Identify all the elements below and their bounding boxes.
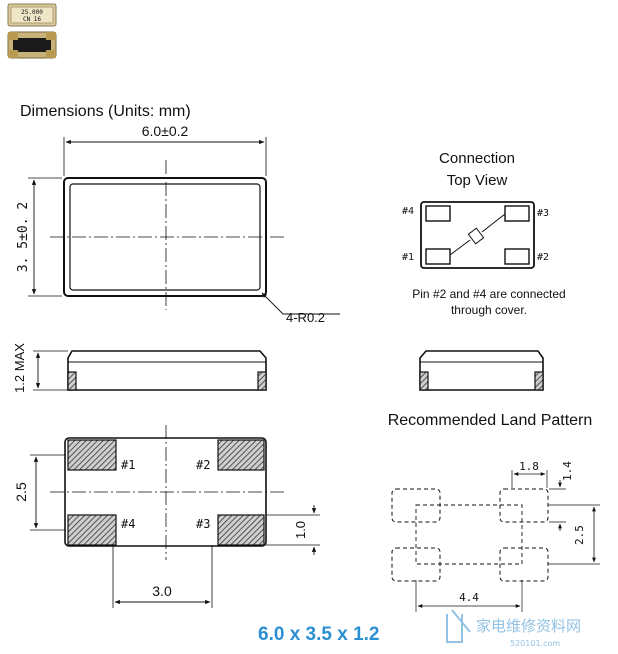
connection-diagram: #4 #3 #1 #2 (402, 201, 549, 269)
bottom-view-body: #1 #2 #4 #3 (50, 425, 285, 560)
land-pattern-title: Recommended Land Pattern (388, 412, 593, 429)
product-photo-bottom (7, 31, 57, 59)
land-pitch-horizontal: 4.4 (459, 591, 479, 604)
pad-height-dimension: 1.0 (293, 521, 308, 539)
watermark-cn: 家电维修资料网 (476, 617, 581, 635)
land-pitch-vertical: 2.5 (573, 525, 586, 545)
connection-note-line1: Pin #2 and #4 are connected (412, 287, 565, 301)
thumbnail-marking-1: 25.000 (21, 9, 43, 16)
thumbnail-marking-2: CN 16 (23, 16, 41, 23)
product-photo-top: 25.000 CN 16 (7, 3, 57, 27)
side-view-right (419, 350, 544, 391)
connection-note-line2: through cover. (451, 303, 527, 317)
connection-title: Connection (439, 150, 515, 167)
land-width-dimension: 1.8 (519, 460, 539, 473)
pin-label-1: #1 (121, 458, 135, 472)
land-pattern-diagram: 1.8 1.4 2.5 4.4 (391, 460, 600, 612)
pad-3 (217, 514, 265, 546)
pin-label-4: #4 (121, 517, 135, 531)
conn-pin-1: #1 (402, 252, 414, 263)
pad-4 (67, 514, 117, 546)
radius-callout: 4-R0.2 (286, 310, 325, 325)
land-height-dimension: 1.4 (561, 461, 574, 481)
connection-subtitle: Top View (447, 172, 508, 189)
pad-2 (217, 439, 265, 471)
pad-pitch-vertical: 2.5 (13, 482, 29, 502)
pad-1 (67, 439, 117, 471)
dimensions-title: Dimensions (Units: mm) (20, 103, 191, 120)
top-view-body (50, 160, 285, 310)
package-size-caption: 6.0 x 3.5 x 1.2 (258, 624, 380, 645)
length-dimension: 6.0±0.2 (142, 123, 189, 139)
conn-pin-4: #4 (402, 206, 414, 217)
side-view-body (67, 350, 267, 391)
watermark-url: 520101.com (510, 639, 560, 648)
pin-label-2: #2 (196, 458, 210, 472)
width-dimension: 3. 5±0. 2 (16, 202, 31, 272)
pin-label-3: #3 (196, 517, 210, 531)
watermark: 家电维修资料网 520101.com (446, 609, 581, 648)
conn-pin-2: #2 (537, 252, 549, 263)
conn-pin-3: #3 (537, 208, 549, 219)
height-dimension: 1.2 MAX (12, 343, 27, 393)
pad-pitch-horizontal: 3.0 (152, 583, 172, 599)
